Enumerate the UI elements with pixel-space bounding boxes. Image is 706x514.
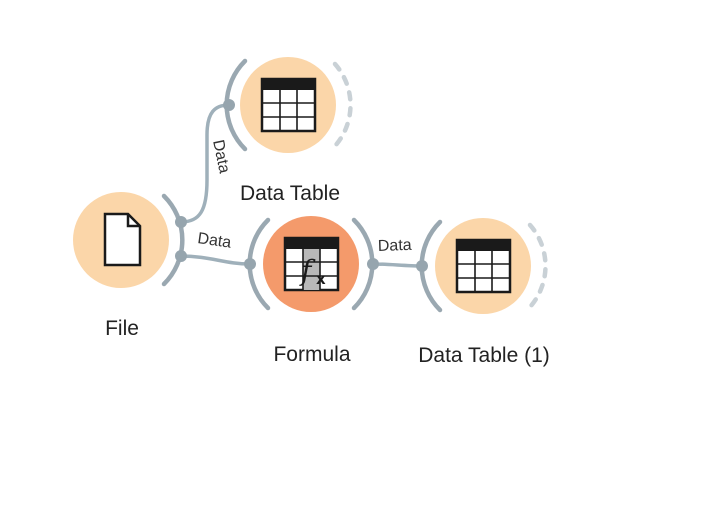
- link-label-data: Data: [378, 237, 412, 255]
- anchor-dot[interactable]: [223, 99, 235, 111]
- link-line[interactable]: [180, 103, 230, 224]
- link-line[interactable]: [180, 254, 251, 266]
- link-line[interactable]: [372, 262, 423, 268]
- anchor-dot[interactable]: [244, 258, 256, 270]
- link-label-data: Data: [209, 138, 233, 175]
- node-label-file[interactable]: File: [105, 317, 139, 340]
- table-icon: [455, 238, 512, 294]
- node-file[interactable]: File: [73, 192, 187, 340]
- link-file-to-data-table[interactable]: Data: [180, 103, 233, 224]
- link-file-to-formula[interactable]: Data: [180, 230, 251, 266]
- table-icon: [260, 77, 317, 133]
- link-formula-to-data-table-1[interactable]: Data: [372, 237, 423, 268]
- output-anchor-inactive[interactable]: [527, 222, 548, 310]
- link-label-data: Data: [196, 230, 232, 252]
- node-formula[interactable]: f x Formula: [244, 216, 379, 366]
- anchor-dot[interactable]: [416, 260, 428, 272]
- svg-text:x: x: [316, 270, 326, 288]
- node-label-data-table[interactable]: Data Table: [240, 182, 340, 205]
- anchor-dot[interactable]: [175, 250, 187, 262]
- formula-icon: f x: [283, 236, 340, 292]
- anchor-dot[interactable]: [367, 258, 379, 270]
- file-icon: [103, 212, 142, 267]
- node-data-table-1[interactable]: Data Table (1): [416, 218, 550, 367]
- output-anchor[interactable]: [161, 193, 185, 287]
- anchor-dot[interactable]: [175, 216, 187, 228]
- node-label-formula[interactable]: Formula: [273, 343, 350, 366]
- node-label-data-table-1[interactable]: Data Table (1): [418, 344, 550, 367]
- node-data-table[interactable]: Data Table: [223, 57, 353, 205]
- output-anchor-inactive[interactable]: [332, 61, 353, 149]
